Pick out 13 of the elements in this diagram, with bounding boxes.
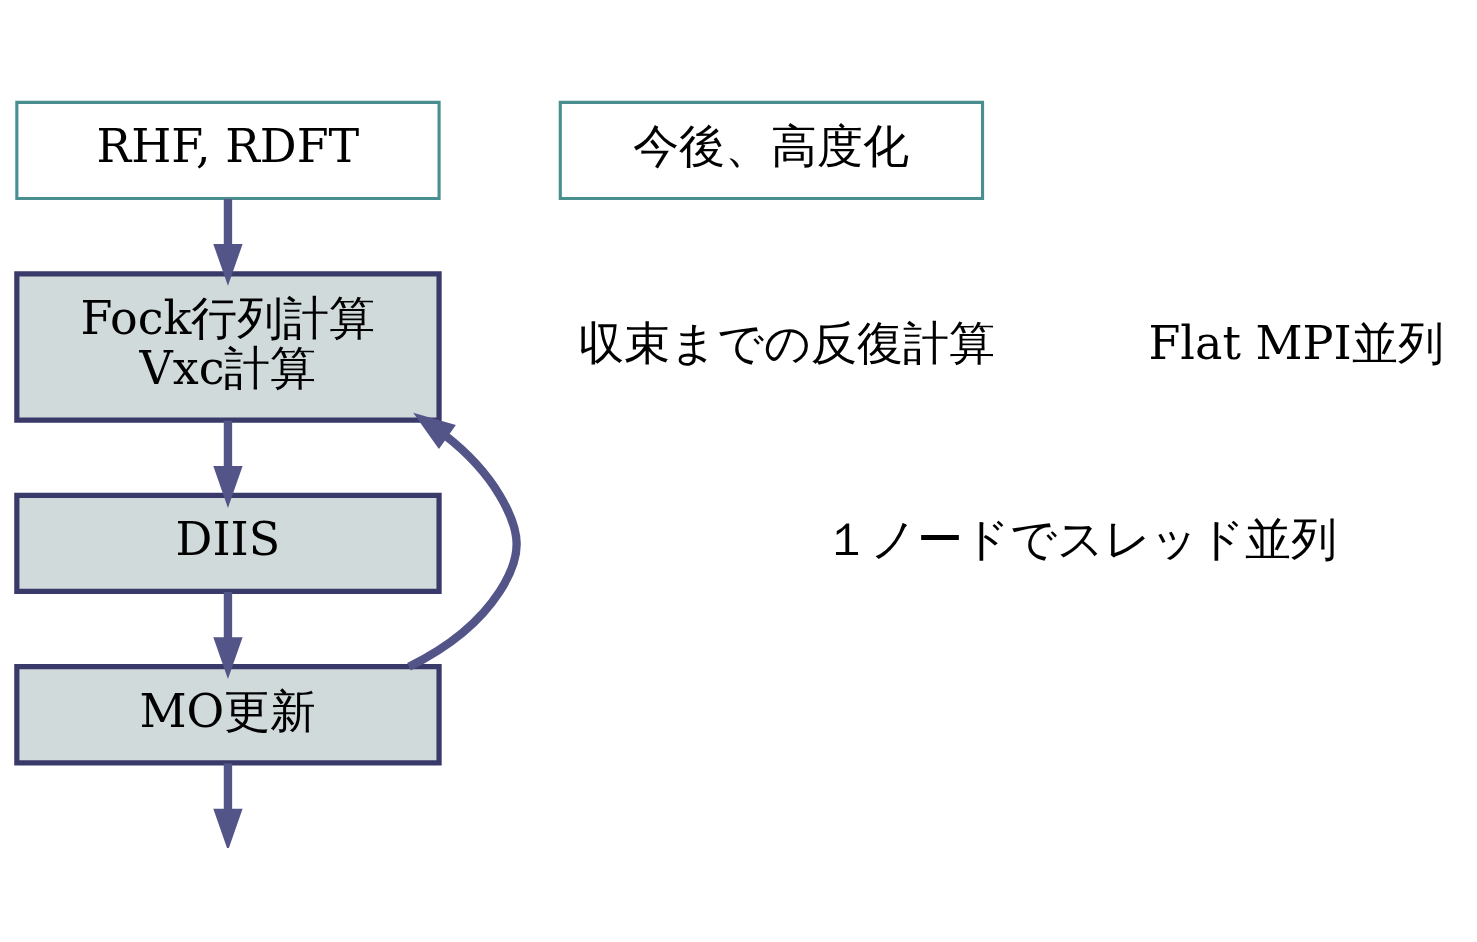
arrow <box>213 592 243 680</box>
node-box: Fock行列計算 Vxc計算 <box>14 271 442 423</box>
node-box: 今後、高度化 <box>558 100 985 201</box>
label: Flat MPI並列 <box>1148 315 1444 370</box>
label: １ノードでスレッド並列 <box>824 512 1338 567</box>
label: 収束までの反復計算 <box>577 315 995 370</box>
arrow <box>407 412 521 671</box>
arrow <box>213 420 243 508</box>
node-box: MO更新 <box>14 664 442 766</box>
arrow <box>213 763 243 848</box>
node-box: RHF, RDFT <box>15 100 441 201</box>
node-box: DIIS <box>14 492 442 595</box>
arrow <box>213 199 243 286</box>
